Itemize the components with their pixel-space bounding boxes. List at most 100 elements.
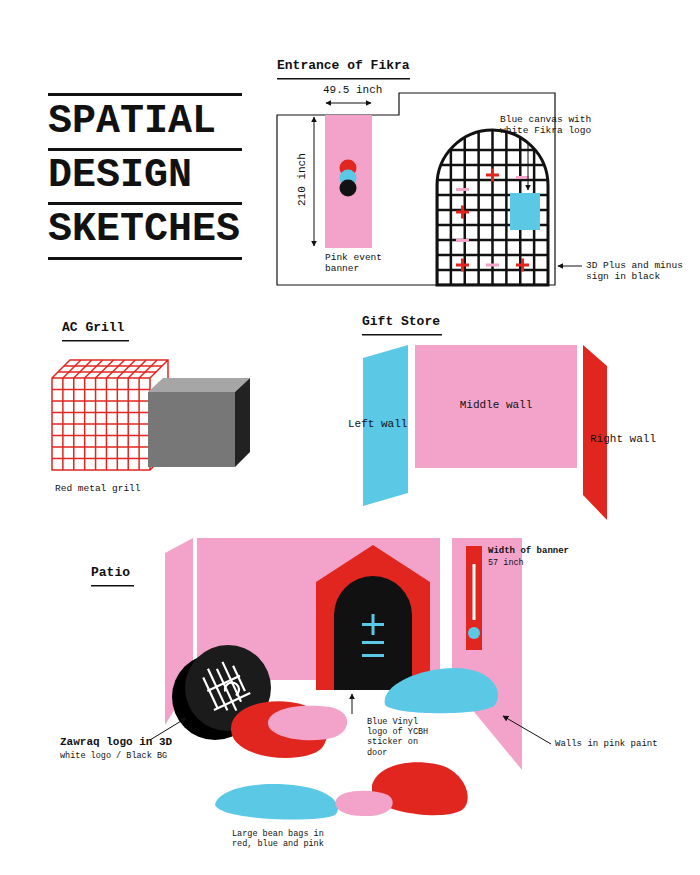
ac-box xyxy=(148,378,250,467)
bean-bag xyxy=(336,791,393,816)
red-grill xyxy=(52,400,150,402)
minus-sign xyxy=(456,239,469,242)
title-rule xyxy=(48,148,242,151)
section-heading: Gift Store xyxy=(362,314,440,330)
title-rule xyxy=(48,257,242,260)
red-grill xyxy=(58,371,156,373)
leader-line xyxy=(558,266,582,267)
arch-grid xyxy=(432,254,553,257)
heading-rule xyxy=(277,78,410,80)
red-grill xyxy=(139,360,157,378)
leader-line xyxy=(528,142,529,190)
plus-sign xyxy=(521,259,524,272)
door xyxy=(316,545,430,690)
arch-grid xyxy=(432,164,553,167)
zawraq-logo xyxy=(206,675,251,710)
leader-line xyxy=(352,694,353,714)
heading-rule xyxy=(91,585,134,587)
patio-banner xyxy=(466,546,482,650)
red-grill xyxy=(128,360,146,378)
wall-shape xyxy=(415,345,577,468)
patio-banner xyxy=(466,546,482,650)
title-rule xyxy=(48,202,242,205)
zawraq-logo xyxy=(201,659,251,718)
callout-note: Blue Vinyl logo of YCBH sticker on door xyxy=(367,717,433,758)
bean-bag xyxy=(268,706,347,741)
minus-sign xyxy=(456,176,529,267)
plus-sign xyxy=(456,169,529,272)
bean-bag xyxy=(385,668,498,713)
red-grill xyxy=(63,360,81,378)
red-grill xyxy=(52,423,150,425)
title-rule xyxy=(48,93,242,260)
zawraq-logo xyxy=(223,680,241,698)
minus-sign xyxy=(516,176,529,179)
red-grill xyxy=(52,435,150,437)
heading-rule xyxy=(362,334,442,336)
arch-grid xyxy=(432,269,553,272)
heading-rule xyxy=(62,340,129,342)
callout-note: Red metal grill xyxy=(55,483,141,494)
leader-line xyxy=(528,142,582,266)
callout-note: white logo / Black BG xyxy=(60,751,167,761)
red-grill xyxy=(52,458,150,460)
arch-outline xyxy=(437,130,548,285)
leader-line xyxy=(503,716,551,744)
callout-note: Pink event banner xyxy=(325,252,389,275)
patio-banner xyxy=(473,564,476,620)
red-grill xyxy=(85,360,103,378)
dimension-label: 57 inch xyxy=(488,558,524,568)
arch-grid xyxy=(432,125,553,290)
ac-box xyxy=(148,378,250,392)
section-heading: Patio xyxy=(91,565,130,581)
entrance-plan xyxy=(325,115,372,248)
wall-label: Left wall xyxy=(348,418,407,431)
callout-note: Width of banner xyxy=(488,546,569,557)
arch-grid xyxy=(432,239,553,242)
section-heading: AC Grill xyxy=(62,320,124,336)
red-grill xyxy=(96,360,114,378)
red-grill xyxy=(74,360,92,378)
door xyxy=(362,654,384,657)
bean-bag xyxy=(215,784,338,820)
dimension-line xyxy=(314,117,315,246)
page-title: SPATIAL DESIGN SKETCHES xyxy=(48,95,240,257)
left-wall: Left wall xyxy=(345,345,410,507)
door xyxy=(334,576,412,690)
red-grill xyxy=(64,365,162,367)
middle-wall: Middle wall xyxy=(415,345,577,468)
callout-note: 3D Plus and minus sign in black xyxy=(586,260,692,283)
plus-sign xyxy=(461,206,464,219)
dimension-label: 210 inch xyxy=(295,154,308,207)
entrance-plan xyxy=(340,180,357,197)
minus-sign xyxy=(456,188,469,191)
minus-sign xyxy=(486,264,499,267)
door xyxy=(362,641,384,644)
red-grill xyxy=(106,360,124,378)
patio-walls xyxy=(165,538,522,770)
bean-bag xyxy=(215,668,498,820)
blue-canvas xyxy=(510,193,540,230)
red-grill xyxy=(117,360,135,378)
ac-box xyxy=(235,378,250,467)
plus-sign xyxy=(491,169,494,182)
callout-note: Blue canvas with white Fikra logo xyxy=(500,114,600,137)
patio-banner xyxy=(468,627,480,639)
section-heading: Entrance of Fikra xyxy=(277,58,410,74)
right-wall: Right wall xyxy=(583,345,655,521)
leader-line xyxy=(150,694,551,744)
plus-sign xyxy=(461,259,464,272)
dimension-label: 49.5 inch xyxy=(323,84,382,97)
red-grill xyxy=(52,412,150,414)
patio-walls xyxy=(452,538,522,770)
wall-label: Middle wall xyxy=(460,399,533,412)
dimension-line xyxy=(314,103,371,246)
callout-note: Large bean bags in red, blue and pink xyxy=(232,829,330,849)
dimension-line xyxy=(326,103,371,104)
callout-note: Zawraq logo in 3D xyxy=(60,736,172,749)
ac-box xyxy=(148,392,235,467)
red-grill xyxy=(52,446,150,448)
door xyxy=(316,545,430,690)
red-grill xyxy=(52,389,150,391)
